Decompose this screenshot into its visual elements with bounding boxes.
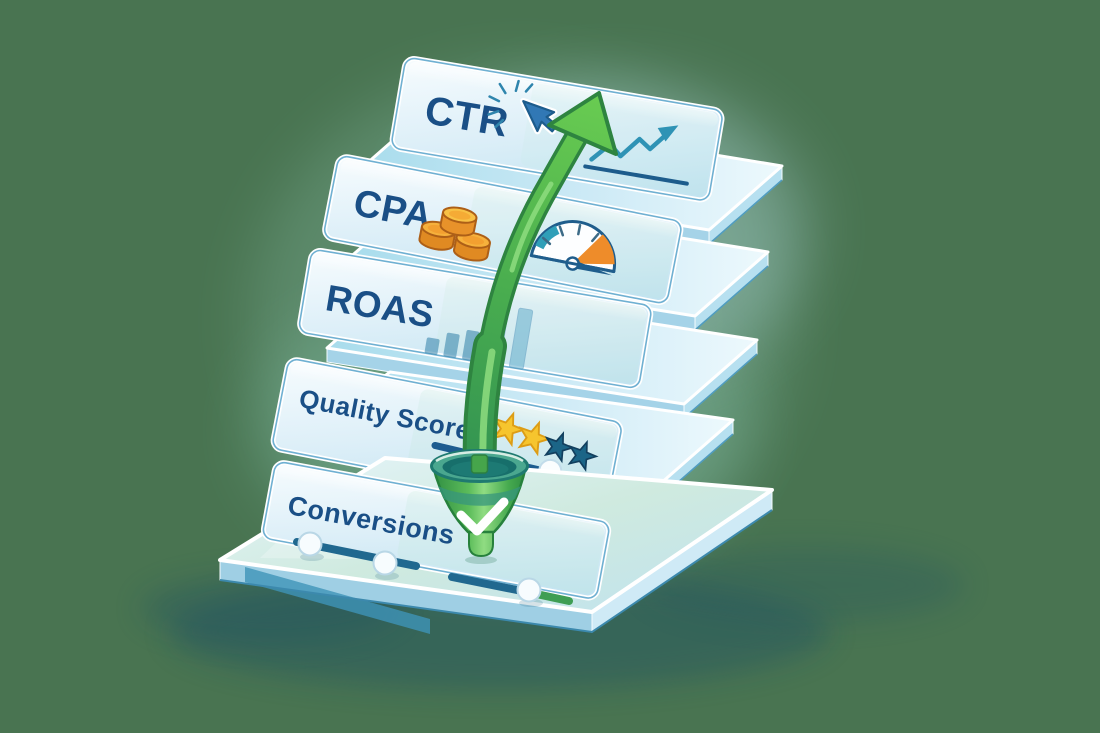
gauge-icon — [529, 220, 617, 276]
range-slider — [293, 531, 420, 580]
slider-handle — [516, 577, 542, 603]
slider-handle — [297, 531, 323, 557]
checkmark-icon — [456, 497, 509, 536]
slider-handle — [372, 550, 398, 576]
arrow-stem-into-funnel — [470, 454, 489, 474]
arrow-head — [547, 91, 618, 156]
coins-icon — [418, 206, 491, 262]
coin — [439, 206, 478, 237]
base-sliders — [293, 531, 573, 607]
single-slider — [448, 573, 573, 607]
funnel-icon — [430, 449, 529, 564]
layer-panel-cpa: CPA — [322, 154, 684, 306]
